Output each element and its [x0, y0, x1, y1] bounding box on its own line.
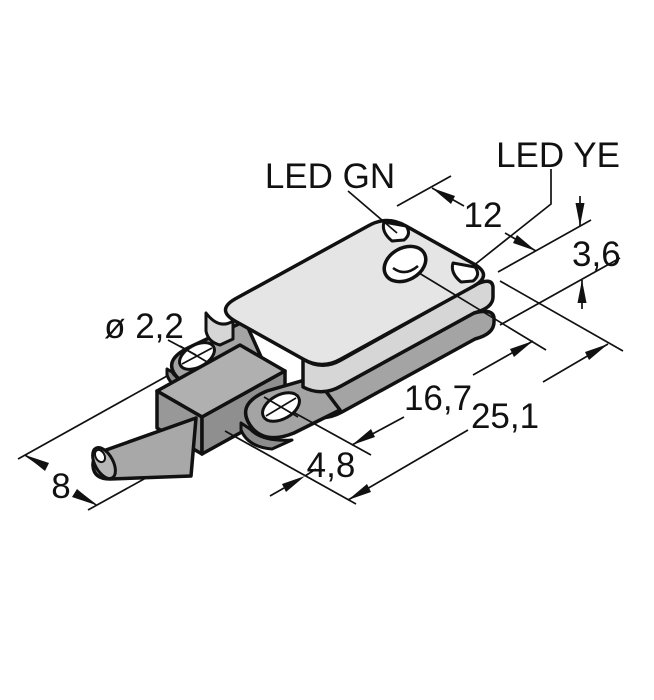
arrowhead	[510, 341, 533, 357]
led-yellow-leader	[472, 169, 552, 267]
extension-line	[499, 257, 621, 326]
sensing-face-circle	[382, 244, 428, 284]
extension-line	[17, 370, 177, 460]
arrowhead	[352, 429, 375, 445]
arrowhead	[282, 476, 305, 492]
dimension-text-12: 12	[464, 196, 503, 235]
label-hole-diameter: ø 2,2	[104, 307, 184, 346]
extension-line	[396, 175, 452, 207]
dimension-text-251: 25,1	[471, 397, 539, 436]
hole-diameter-leader	[167, 339, 197, 356]
sensing-circle-extension-line	[418, 272, 547, 351]
sensor-device	[91, 218, 496, 481]
arrowhead	[432, 188, 455, 204]
dimension-clamp-width: 8	[24, 454, 97, 506]
dimension-text-167: 16,7	[404, 379, 472, 418]
arrowhead	[577, 280, 587, 303]
arrowhead	[513, 235, 536, 251]
led-yellow-window	[450, 261, 480, 284]
dimension-text-8: 8	[51, 467, 70, 506]
extension-line-tip	[499, 280, 624, 352]
extension-line-hole-center	[292, 411, 372, 456]
dimension-text-48: 4,8	[307, 446, 356, 485]
arrowhead	[575, 203, 585, 226]
extension-line-bracket-end	[224, 430, 357, 505]
led-green-leader	[347, 190, 398, 234]
sensing-face-arc	[392, 265, 419, 274]
arrowhead	[585, 344, 608, 360]
callout-labels: LED GN LED YE ø 2,2	[104, 136, 620, 346]
leader-lines	[167, 169, 552, 356]
dimension-lengths: 16,7 25,1 4,8	[224, 280, 624, 505]
dimension-end-width: 12	[396, 175, 592, 273]
arrowhead	[348, 484, 371, 500]
label-led-yellow: LED YE	[496, 136, 620, 175]
arrowhead	[25, 455, 49, 471]
cable-core	[93, 448, 107, 464]
extension-line	[497, 219, 592, 273]
dimension-line-48	[269, 468, 317, 497]
plate-corner-pillar	[204, 311, 235, 347]
lower-hole-cross-lines	[263, 396, 299, 418]
arrowhead	[72, 489, 96, 505]
dimension-text-36: 3,6	[572, 235, 621, 274]
dimension-thickness: 3,6	[499, 196, 621, 326]
label-led-green: LED GN	[265, 157, 395, 196]
